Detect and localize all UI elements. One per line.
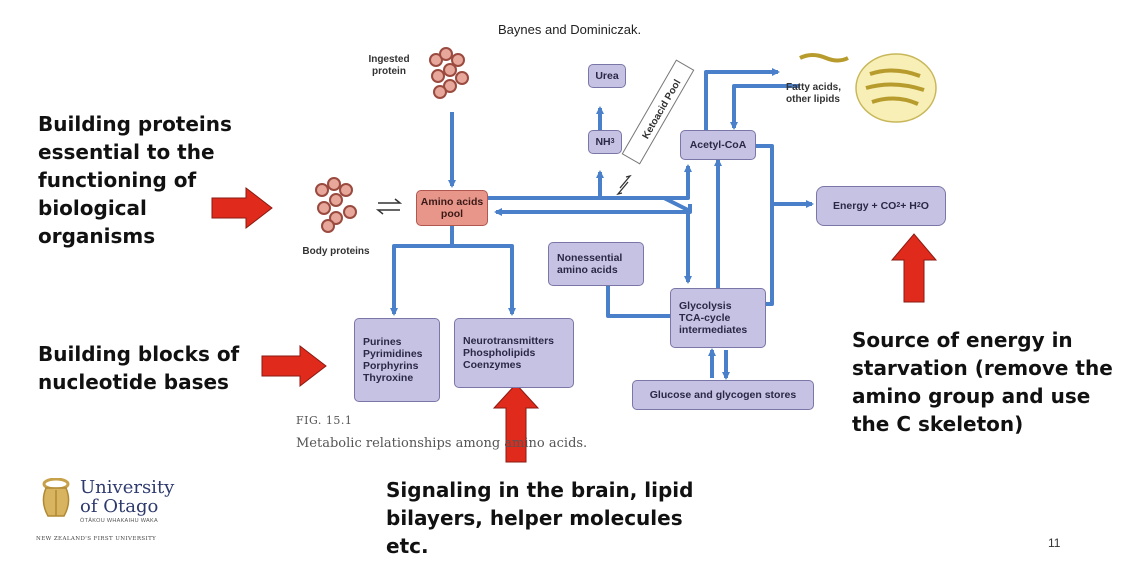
lipid-droplet-icon xyxy=(799,53,937,123)
body-protein-icon xyxy=(315,177,357,233)
ingested-protein-icon xyxy=(429,47,469,99)
otago-crest-icon xyxy=(42,478,70,517)
callout-arrow-energy xyxy=(890,233,938,303)
equilibrium-icon xyxy=(375,198,403,215)
figure-label: FIG. 15.1 xyxy=(296,414,353,427)
arrow-pool-to-purines xyxy=(390,226,454,316)
callout-arrow-nucleotides xyxy=(261,344,327,388)
arrow-acetyl-right xyxy=(756,144,774,306)
glucose-glycogen-box: Glucose and glycogen stores xyxy=(632,380,814,410)
arrow-acetyl-to-fatty xyxy=(704,68,780,130)
image-credit: Baynes and Dominiczak. xyxy=(498,22,642,37)
urea-box: Urea xyxy=(588,64,626,88)
callout-arrow-signaling xyxy=(492,383,540,463)
figure-caption: Metabolic relationships among amino acid… xyxy=(296,436,588,451)
university-logo: University of Otago ŌTĀKOU WHAKAIHU WAKA… xyxy=(36,478,186,548)
page-number: 11 xyxy=(1048,536,1061,550)
arrow-fatty-to-acetyl xyxy=(730,84,800,130)
logo-line1: University xyxy=(80,477,175,498)
ketoacid-pool-box xyxy=(621,59,695,165)
callout-arrow-proteins xyxy=(211,186,273,230)
acetyl-coa-box: Acetyl-CoA xyxy=(680,130,756,160)
ketoacid-exchange-icon xyxy=(616,174,632,196)
fatty-acids-label: Fatty acids,other lipids xyxy=(786,82,842,105)
logo-line2: of Otago xyxy=(80,496,159,517)
logo-maori: ŌTĀKOU WHAKAIHU WAKA xyxy=(80,518,158,524)
logo-tagline: NEW ZEALAND'S FIRST UNIVERSITY xyxy=(36,536,157,542)
body-proteins-label: Body proteins xyxy=(302,246,370,257)
arrow-pool-to-neuro xyxy=(452,244,516,316)
arrow-back-to-pool xyxy=(494,204,692,216)
arrow-to-acetyl xyxy=(664,164,692,200)
